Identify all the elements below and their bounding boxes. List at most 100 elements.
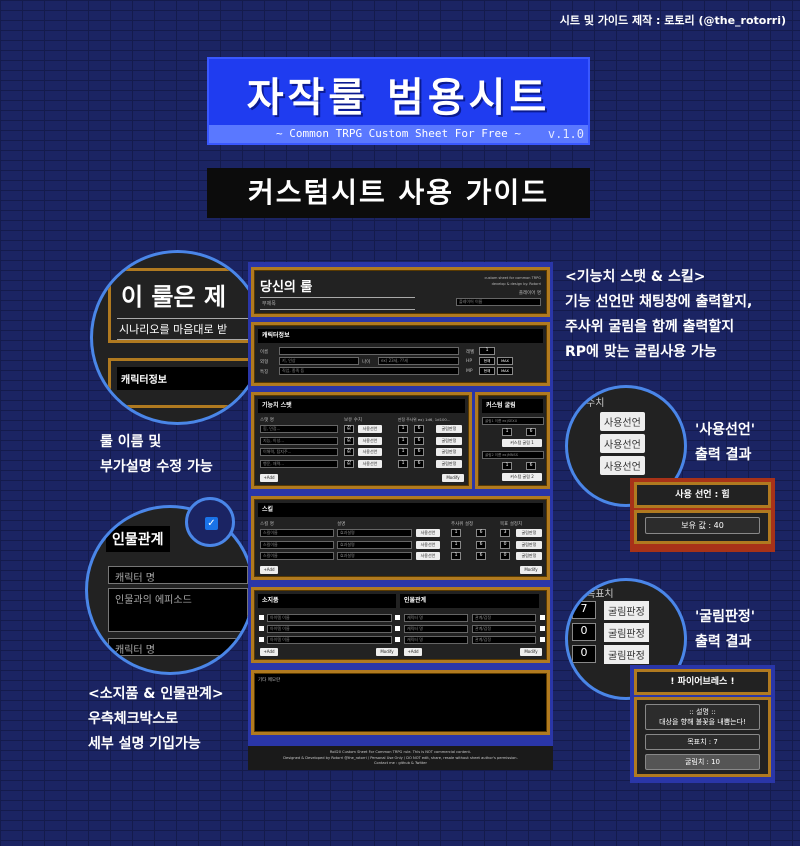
rule-name[interactable]: 당신의 룰 [260, 280, 313, 295]
dice-count-input[interactable]: 1 [451, 540, 461, 549]
item-checkbox[interactable] [259, 637, 264, 642]
appearance-input[interactable]: 키, 인상 [279, 357, 359, 365]
rule-subtitle[interactable]: 부제목 [260, 297, 415, 310]
footer-line: Contact me : github & Twitter [374, 761, 427, 765]
item-checkbox[interactable] [259, 626, 264, 631]
custom-roll1-sides[interactable]: 6 [526, 428, 536, 436]
stat-name-input[interactable]: 이해력, 탐지주... [260, 448, 338, 456]
relation-name-input[interactable]: 캐릭터 명 [404, 614, 468, 622]
roll-button[interactable]: 굴림판정 [436, 436, 462, 445]
caption-line: 부가설명 수정 가능 [100, 459, 213, 475]
relation-checkbox[interactable] [540, 615, 545, 620]
item-checkbox-right[interactable] [395, 637, 400, 642]
custom-roll1-count[interactable]: 1 [502, 428, 512, 436]
custom-roll1-button[interactable]: 커스텀 굴림 1 [502, 439, 542, 447]
item-checkbox[interactable] [259, 615, 264, 620]
dice-sides-input[interactable]: 6 [476, 529, 486, 537]
item-name-input[interactable]: 아이템 이름 [267, 614, 392, 622]
stat-name-input[interactable]: 행운, 재력... [260, 459, 338, 468]
roll-button[interactable]: 굴림판정 [516, 552, 542, 560]
roll-button[interactable]: 굴림판정 [436, 448, 462, 456]
relation-checkbox[interactable] [540, 637, 545, 642]
section-title: 기능치 스탯 [258, 399, 465, 413]
skill-name-input[interactable]: 스킬이름 [260, 552, 334, 560]
mp-max-input[interactable]: MAX [497, 367, 513, 375]
modify-skill-button[interactable]: Modify [520, 566, 542, 574]
skill-desc-input[interactable]: 효과설명 [337, 540, 412, 549]
level-input[interactable]: 1 [479, 347, 495, 355]
dice-sides-input[interactable]: 6 [476, 552, 486, 560]
modify-stat-button[interactable]: Modify [442, 474, 464, 482]
skill-desc-input[interactable]: 효과설명 [337, 529, 412, 537]
mp-current-input[interactable]: 현재 [479, 367, 495, 375]
roll-button[interactable]: 굴림판정 [436, 425, 462, 433]
stat-name-input[interactable]: 힘, 민첩... [260, 425, 338, 433]
declare-button[interactable]: 사용선언 [358, 448, 382, 456]
roll-button[interactable]: 굴림판정 [436, 459, 462, 468]
target-value-input[interactable]: 0 [500, 540, 510, 549]
item-checkbox-right[interactable] [395, 626, 400, 631]
declare-button[interactable]: 사용선언 [358, 425, 382, 433]
dice-count-input[interactable]: 1 [398, 425, 408, 433]
item-name-input[interactable]: 아이템 이름 [267, 625, 392, 633]
custom-roll2-sides[interactable]: 6 [526, 462, 536, 470]
roll-button[interactable]: 굴림판정 [516, 540, 542, 549]
relation-name-input[interactable]: 캐릭터 명 [404, 636, 468, 644]
modify-relation-button[interactable]: Modify [520, 648, 542, 656]
stat-name-input[interactable]: 지능, 이성... [260, 436, 338, 445]
skill-desc-input[interactable]: 효과설명 [337, 552, 412, 560]
item-checkbox-right[interactable] [395, 615, 400, 620]
declare-button[interactable]: 사용선언 [358, 459, 382, 468]
declare-button[interactable]: 사용선언 [358, 436, 382, 445]
add-relation-button[interactable]: +Add [404, 648, 422, 656]
hp-max-input[interactable]: MAX [497, 357, 513, 365]
hp-current-input[interactable]: 현재 [479, 357, 495, 365]
dice-count-input[interactable]: 1 [398, 459, 408, 468]
declare-button[interactable]: 사용선언 [416, 552, 440, 560]
skill-name-input[interactable]: 스킬이름 [260, 540, 334, 549]
items-title: 소지품 [258, 594, 396, 608]
stat-value-input[interactable]: 값 [344, 436, 354, 445]
dice-sides-input[interactable]: 6 [414, 459, 424, 468]
add-stat-button[interactable]: +Add [260, 474, 278, 482]
dice-sides-input[interactable]: 6 [414, 425, 424, 433]
item-name-input[interactable]: 아이템 이름 [267, 636, 392, 644]
stat-value-input[interactable]: 값 [344, 448, 354, 456]
trait-input[interactable]: 직업, 종족 등 [279, 367, 459, 375]
age-input[interactable]: ex) 23세, ??세 [378, 357, 459, 365]
skill-name-input[interactable]: 스킬이름 [260, 529, 334, 537]
memo-textarea[interactable]: 기타 메모란 [251, 670, 550, 735]
custom-roll2-count[interactable]: 1 [502, 462, 512, 470]
target-value-input[interactable]: 3 [500, 529, 510, 537]
stat-value-input[interactable]: 값 [344, 425, 354, 433]
dice-count-input[interactable]: 1 [398, 448, 408, 456]
dice-sides-input[interactable]: 6 [476, 540, 486, 549]
relation-name-input[interactable]: 캐릭터 명 [404, 625, 468, 633]
roll-target: 목표치 : 7 [645, 734, 760, 750]
roll-button[interactable]: 굴림판정 [516, 529, 542, 537]
declare-button[interactable]: 사용선언 [416, 529, 440, 537]
dice-count-input[interactable]: 1 [398, 436, 408, 445]
dice-sides-input[interactable]: 6 [414, 436, 424, 445]
declare-output-value: 보유 값 : 40 [645, 517, 760, 534]
stat-value-input[interactable]: 값 [344, 459, 354, 468]
custom-roll1-name[interactable]: 굴림1 이름 ex)SEXX [482, 417, 544, 425]
relation-feeling-input[interactable]: 관계/감정 [472, 636, 536, 644]
zoom-target-value: 0 [572, 645, 596, 663]
dice-count-input[interactable]: 1 [451, 529, 461, 537]
dice-count-input[interactable]: 1 [451, 552, 461, 560]
roll-result: 굴림치 : 10 [645, 754, 760, 770]
modify-item-button[interactable]: Modify [376, 648, 398, 656]
relation-feeling-input[interactable]: 관계/감정 [472, 614, 536, 622]
add-item-button[interactable]: +Add [260, 648, 278, 656]
relation-feeling-input[interactable]: 관계/감정 [472, 625, 536, 633]
custom-roll2-button[interactable]: 커스텀 굴림 2 [502, 473, 542, 481]
custom-roll2-name[interactable]: 굴림2 이름 ex)MNSS [482, 451, 544, 459]
name-input[interactable] [279, 347, 459, 355]
dice-sides-input[interactable]: 6 [414, 448, 424, 456]
declare-button[interactable]: 사용선언 [416, 540, 440, 549]
relation-checkbox[interactable] [540, 626, 545, 631]
target-value-input[interactable]: 0 [500, 552, 510, 560]
player-input[interactable]: 플레이어 이름 [456, 298, 541, 306]
add-skill-button[interactable]: +Add [260, 566, 278, 574]
